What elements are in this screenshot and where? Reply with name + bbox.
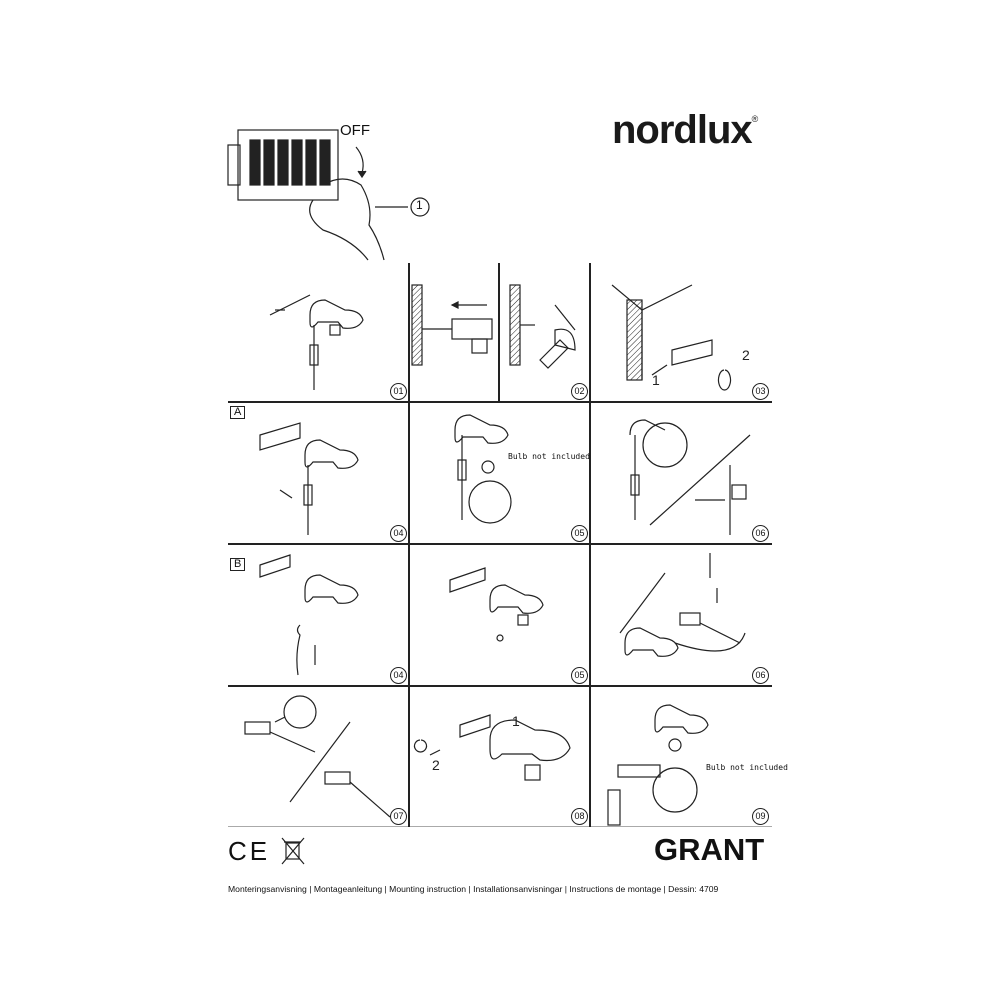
bulb-note: Bulb not included [706,763,788,772]
step-number: 04 [390,667,407,684]
step-number: 04 [390,525,407,542]
step-number: 02 [571,383,588,400]
step-number: 09 [752,808,769,825]
lamp-to-bracket-illustration: 2 1 [413,713,571,781]
step-number: 07 [390,808,407,825]
svg-text:1: 1 [652,372,660,388]
grid-line [228,685,772,687]
intro-step-number: 1 [416,198,423,212]
variant-label: A [230,406,246,419]
step-number: 01 [390,383,407,400]
svg-text:1: 1 [512,713,520,729]
lamp-mounting-illustration [259,422,359,535]
grid-line [228,543,772,545]
grid-line [498,263,500,401]
terminal-wiring-illustration [244,695,391,818]
step-number: 05 [571,525,588,542]
lamp-parts-illustration [269,294,364,390]
grid-line [589,263,591,827]
svg-text:2: 2 [432,757,440,773]
bracket-mounting-illustration: 1 2 [611,284,750,391]
svg-text:2: 2 [742,347,750,363]
bulb-globe-breaker-illustration [607,704,709,826]
off-label: OFF [340,122,370,139]
wall-anchor-hammer-illustration [509,284,576,369]
wall-drill-illustration [411,284,493,366]
step-number: 03 [752,383,769,400]
bracket-lamp-illustration [449,567,544,642]
breaker-switch-illustration [227,129,430,261]
wiring-connection-illustration [619,553,746,657]
grid-line [228,826,772,827]
hardwire-mounting-illustration [259,554,359,676]
step-number: 06 [752,525,769,542]
weee-bin-icon [281,837,305,865]
step-number: 06 [752,667,769,684]
bulb-globe-illustration [454,414,512,524]
step-number: 08 [571,808,588,825]
nordlux-logo: nordlux® [612,108,758,152]
step-number: 05 [571,667,588,684]
product-title: GRANT [654,832,765,867]
variant-label: B [230,558,246,571]
bulb-note: Bulb not included [508,452,590,461]
lamp-plug-socket-illustration [629,419,751,535]
grid-line [228,401,772,403]
ce-mark: CE [228,836,271,866]
footer-text: Monteringsanvisning | Montageanleitung |… [228,884,719,894]
grid-line [408,263,410,827]
breaker-switches [249,139,331,186]
